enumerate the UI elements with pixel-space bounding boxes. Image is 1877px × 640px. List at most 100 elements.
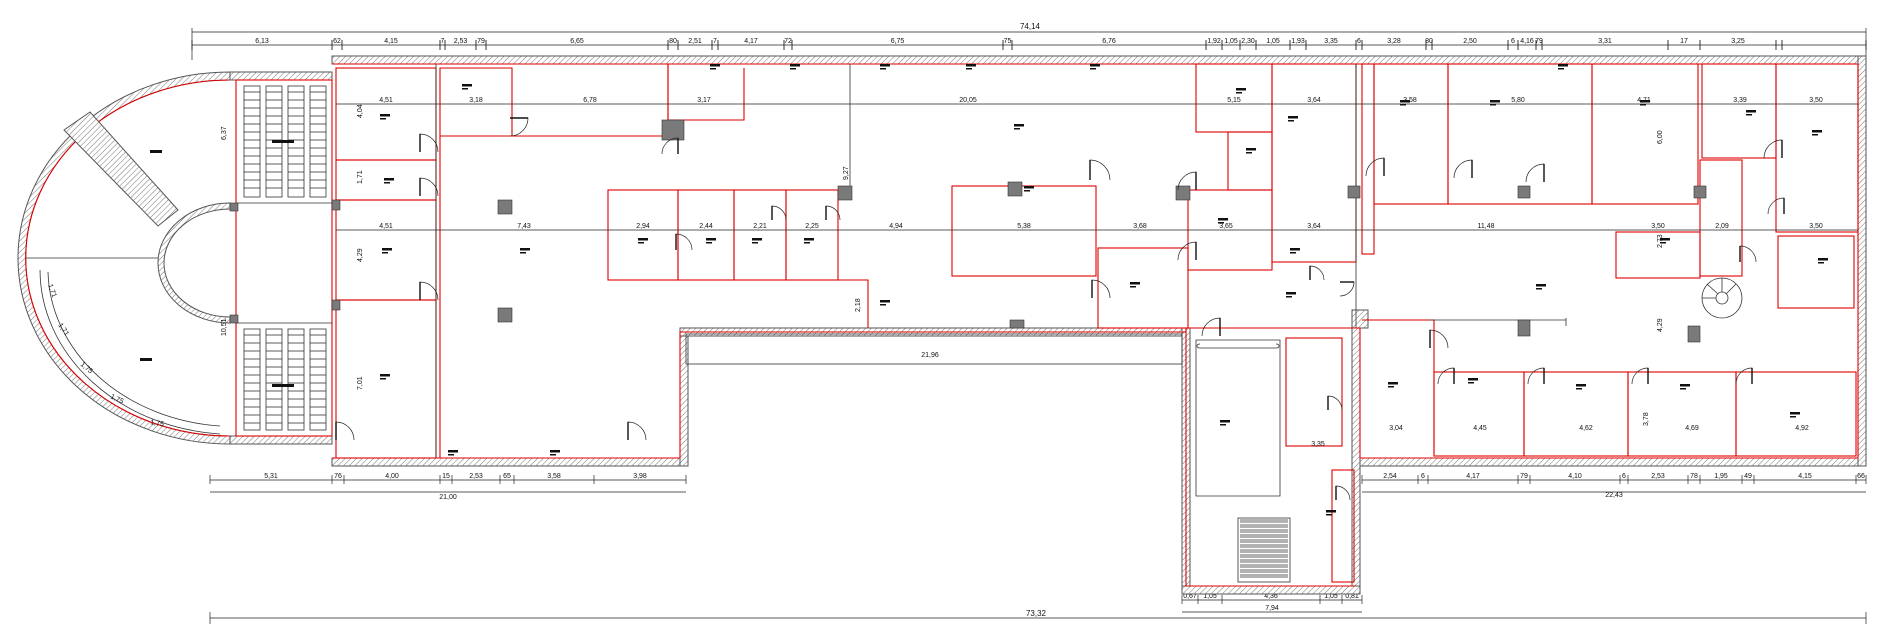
bottom-right-total-dim: 22,43 bbox=[1605, 492, 1623, 499]
top-chain-dim: 3,28 bbox=[1387, 38, 1401, 45]
room-tag bbox=[140, 358, 152, 361]
room-dim: 4,92 bbox=[1795, 425, 1809, 432]
room-dim: 4,71 bbox=[1637, 97, 1651, 104]
room-dim: 3,65 bbox=[1219, 223, 1233, 230]
bottom-right-dim: 78 bbox=[1690, 473, 1698, 480]
bottom-right-dim: 49 bbox=[1744, 473, 1752, 480]
top-chain-dim: 1,05 bbox=[1266, 38, 1280, 45]
top-chain-dim: 3,31 bbox=[1598, 38, 1612, 45]
room-dim: 2,21 bbox=[753, 223, 767, 230]
room-dim: 3,58 bbox=[1403, 97, 1417, 104]
top-chain-dim: 6 bbox=[1511, 38, 1515, 45]
room-dim: 3,18 bbox=[469, 97, 483, 104]
top-chain-dim: 3,25 bbox=[1731, 38, 1745, 45]
bottom-right-dim: 1,95 bbox=[1714, 473, 1728, 480]
top-chain-dim: 1,05 bbox=[1224, 38, 1238, 45]
columns bbox=[229, 119, 1707, 343]
bottom-left-dim: 5,31 bbox=[264, 473, 278, 480]
top-chain-dim: 79 bbox=[1535, 38, 1543, 45]
vert-dim: 1,71 bbox=[357, 170, 364, 184]
room-dim: 4,94 bbox=[889, 223, 903, 230]
top-chain-dim: 80 bbox=[1425, 38, 1433, 45]
top-chain-dim: 4,16 bbox=[1520, 38, 1534, 45]
top-chain-dim: 2,50 bbox=[1463, 38, 1477, 45]
room-dim: 2,94 bbox=[636, 223, 650, 230]
vert-dim: 4,29 bbox=[1657, 318, 1664, 332]
room-dim: 4,51 bbox=[379, 223, 393, 230]
room-dim: 3,04 bbox=[1389, 425, 1403, 432]
bottom-left-dim: 2,53 bbox=[469, 473, 483, 480]
room-outlines bbox=[332, 63, 1859, 587]
partitions bbox=[435, 64, 1567, 497]
vert-dim: 4,04 bbox=[357, 104, 364, 118]
top-total-dim: 74,14 bbox=[1020, 22, 1041, 31]
top-chain-dim: 80 bbox=[669, 38, 677, 45]
top-chain-dim: 6 bbox=[1357, 38, 1361, 45]
room-dim: 5,38 bbox=[1017, 223, 1031, 230]
top-chain-dim: 4,17 bbox=[744, 38, 758, 45]
room-dim: 3,39 bbox=[1733, 97, 1747, 104]
room-dim: 4,62 bbox=[1579, 425, 1593, 432]
top-chain-dim: 1,92 bbox=[1207, 38, 1221, 45]
room-dim: 4,69 bbox=[1685, 425, 1699, 432]
room-dim: 3,17 bbox=[697, 97, 711, 104]
bottom-left-dim: 3,98 bbox=[633, 473, 647, 480]
bottom-right-dim: 2,54 bbox=[1383, 473, 1397, 480]
room-dim: 3,64 bbox=[1307, 223, 1321, 230]
vert-dim: 4,29 bbox=[357, 248, 364, 262]
doors bbox=[335, 117, 1785, 501]
top-chain-dim: 4,15 bbox=[384, 38, 398, 45]
exterior-walls bbox=[331, 55, 1867, 595]
bottom-right-dim: 79 bbox=[1520, 473, 1528, 480]
bottom-left-dim: 65 bbox=[503, 473, 511, 480]
stair-dim: 1,05 bbox=[1203, 593, 1217, 600]
top-chain-dim: 72 bbox=[784, 38, 792, 45]
arc-dim: 1,75 bbox=[150, 419, 165, 428]
corridor: 21,96 bbox=[685, 333, 1183, 365]
bottom-left-dim: 76 bbox=[334, 473, 342, 480]
top-chain-dim: 1,93 bbox=[1291, 38, 1305, 45]
room-tags bbox=[380, 64, 1828, 516]
top-chain-dim: 17 bbox=[1680, 38, 1688, 45]
arc-dim: 1,71 bbox=[56, 322, 70, 337]
room-dim: 2,25 bbox=[805, 223, 819, 230]
room-dim: 4,45 bbox=[1473, 425, 1487, 432]
stair-dim: 0,67 bbox=[1183, 593, 1197, 600]
bottom-left-total-dim: 21,00 bbox=[439, 494, 457, 501]
bottom-right-dim: 6 bbox=[1622, 473, 1626, 480]
room-dim: 3,64 bbox=[1307, 97, 1321, 104]
room-dim: 20,05 bbox=[959, 97, 977, 104]
room-tag bbox=[150, 150, 162, 153]
top-chain-dim: 6,13 bbox=[255, 38, 269, 45]
bottom-right-dim: 2,53 bbox=[1651, 473, 1665, 480]
room-dim: 11,48 bbox=[1478, 223, 1495, 230]
vert-dim: 9,27 bbox=[843, 166, 850, 180]
room-dim: 3,68 bbox=[1133, 223, 1147, 230]
vert-dim: 3,78 bbox=[1643, 412, 1650, 426]
bottom-right-dim: 66 bbox=[1857, 473, 1865, 480]
corridor-length-dim: 21,96 bbox=[921, 352, 939, 359]
semicircular-hall: 1,71 1,71 1,75 1,75 1,75 bbox=[17, 71, 231, 445]
top-chain-dim: 62 bbox=[333, 38, 341, 45]
stair-dim: 4,36 bbox=[1264, 593, 1278, 600]
top-chain-dim: 7 bbox=[713, 38, 717, 45]
top-chain-dim: 7 bbox=[441, 38, 445, 45]
room-dim: 5,15 bbox=[1227, 97, 1241, 104]
room-dim: 3,50 bbox=[1651, 223, 1665, 230]
bottom-left-dim: 4,00 bbox=[385, 473, 399, 480]
room-dim: 3,50 bbox=[1809, 97, 1823, 104]
vert-dim: 6,00 bbox=[1657, 130, 1664, 144]
arc-dim: 1,71 bbox=[46, 283, 57, 298]
top-chain-dim: 79 bbox=[477, 38, 485, 45]
vert-dim: 2,73 bbox=[1657, 234, 1664, 248]
top-chain-dim: 6,75 bbox=[891, 38, 905, 45]
vert-dim: 6,37 bbox=[221, 126, 228, 140]
room-dim: 7,43 bbox=[517, 223, 531, 230]
bottom-right-dim: 4,10 bbox=[1568, 473, 1582, 480]
top-chain-dim: 2,30 bbox=[1241, 38, 1255, 45]
top-chain-dim: 6,65 bbox=[570, 38, 584, 45]
stair-dim: 0,81 bbox=[1345, 593, 1359, 600]
